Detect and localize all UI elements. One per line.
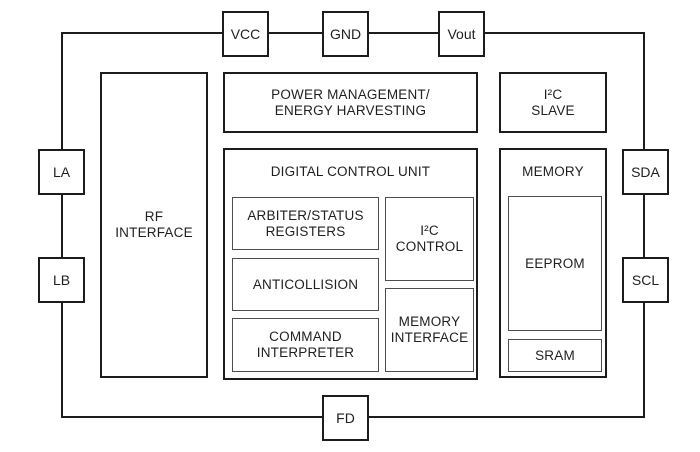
pin-lb: LB (38, 257, 85, 303)
subblock-arbiter-status-registers: ARBITER/STATUS REGISTERS (232, 197, 379, 250)
subblock-eeprom: EEPROM (508, 196, 602, 331)
block-rf-interface: RF INTERFACE (100, 72, 208, 378)
pin-gnd: GND (322, 11, 369, 57)
block-label-line: ENERGY HARVESTING (274, 102, 427, 118)
subblock-sram: SRAM (508, 339, 602, 372)
pin-vout: Vout (438, 11, 485, 57)
block-i2c-slave: I²C SLAVE (499, 72, 607, 133)
subblock-label-line: SRAM (535, 347, 575, 363)
subblock-command-interpreter: COMMAND INTERPRETER (232, 318, 379, 372)
subblock-label-line: CONTROL (395, 239, 464, 254)
subblock-label-line: ARBITER/STATUS (247, 207, 364, 223)
subblock-label-line: I²C (420, 223, 439, 238)
block-title: MEMORY (522, 164, 584, 179)
subblock-i2c-control: I²C CONTROL (385, 197, 474, 281)
subblock-anticollision: ANTICOLLISION (232, 258, 379, 311)
subblock-label-line: ANTICOLLISION (252, 276, 359, 292)
block-label-line: INTERFACE (115, 225, 193, 240)
block-label-line: SLAVE (531, 102, 575, 118)
pin-fd: FD (322, 395, 369, 441)
subblock-label-line: REGISTERS (265, 223, 346, 239)
subblock-label-line: MEMORY (398, 314, 461, 329)
pin-la: LA (38, 149, 85, 195)
pin-scl: SCL (622, 257, 669, 303)
pin-vcc: VCC (222, 11, 269, 57)
subblock-memory-interface: MEMORY INTERFACE (385, 288, 474, 372)
subblock-label-line: INTERFACE (390, 330, 469, 345)
block-power-management: POWER MANAGEMENT/ ENERGY HARVESTING (223, 72, 478, 133)
block-memory: MEMORY EEPROM SRAM (499, 148, 607, 378)
block-label-line: POWER MANAGEMENT/ (271, 86, 430, 102)
block-digital-control-unit: DIGITAL CONTROL UNIT ARBITER/STATUS REGI… (223, 148, 478, 380)
block-title: DIGITAL CONTROL UNIT (270, 164, 431, 179)
block-label-line: I²C (543, 86, 563, 102)
block-label-line: RF (144, 209, 164, 224)
subblock-label-line: INTERPRETER (256, 345, 355, 360)
subblock-label-line: EEPROM (525, 255, 585, 271)
pin-sda: SDA (622, 149, 669, 195)
subblock-label-line: COMMAND (269, 329, 342, 344)
